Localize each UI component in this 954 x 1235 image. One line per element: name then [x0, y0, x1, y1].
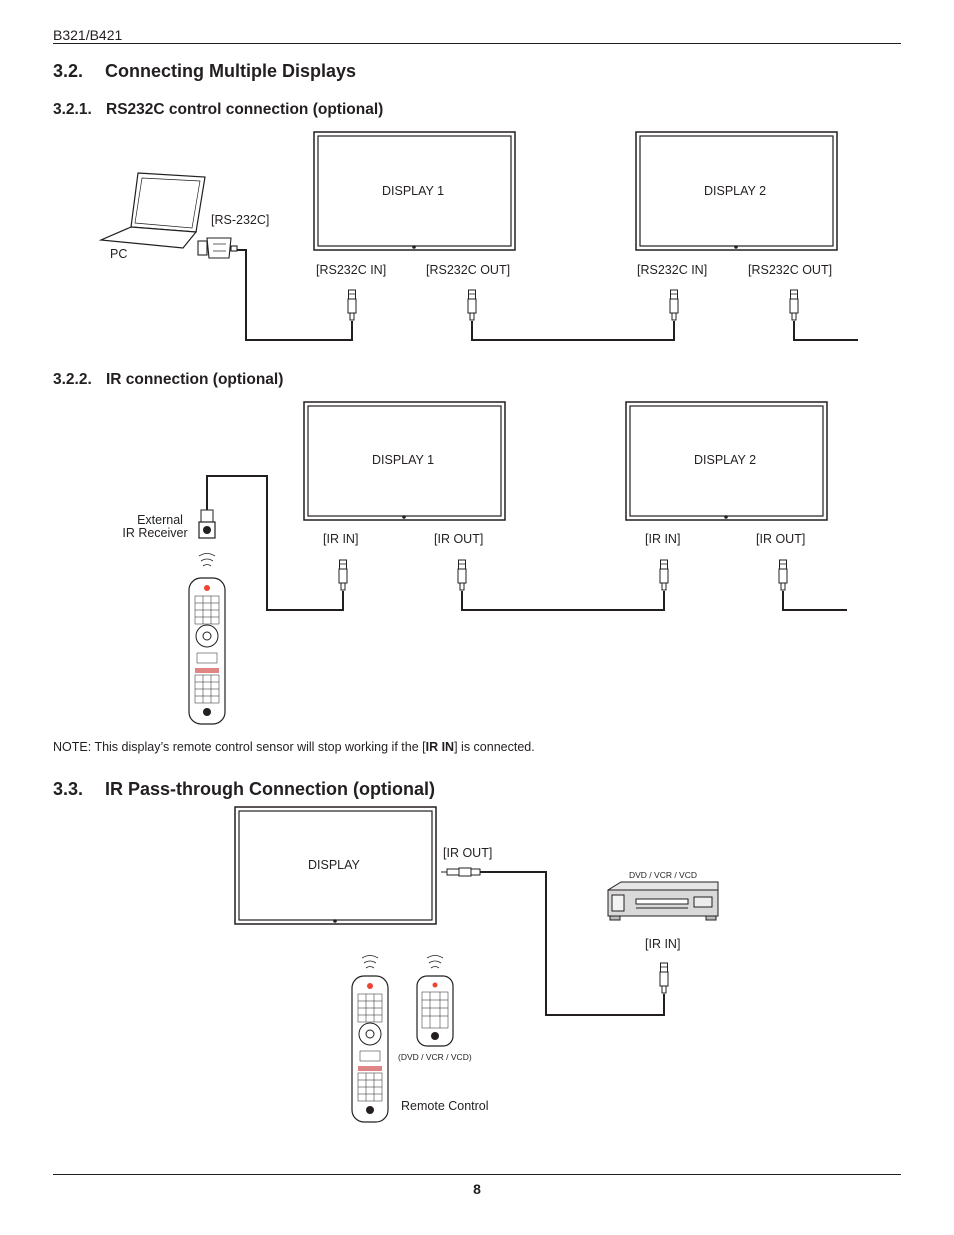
section-number: 3.2.: [53, 61, 84, 81]
remote-2-signal-icon: [426, 955, 444, 969]
rs232-in-1-label: [RS232C IN]: [316, 263, 387, 277]
remote-control-label: Remote Control: [401, 1099, 489, 1113]
pass-ir-in-label: [IR IN]: [645, 937, 681, 951]
rs232-display-1: [313, 131, 516, 251]
rs232-out-1-label: [RS232C OUT]: [426, 263, 511, 277]
dvd-remote-control-icon: [416, 975, 454, 1047]
pc-label: PC: [110, 247, 128, 261]
rs232-out-1-plug-icon: [467, 289, 477, 321]
dvd-player-icon: [607, 881, 719, 921]
note-suffix: ] is connected.: [454, 740, 535, 754]
ir-display-1: [303, 401, 506, 521]
ir-receiver-icon: [198, 509, 216, 567]
note-prefix: NOTE: This display’s remote control sens…: [53, 740, 426, 754]
rs232-display-2-label: DISPLAY 2: [704, 184, 767, 198]
ir-display-2-label: DISPLAY 2: [694, 453, 757, 467]
db9-connector-icon: [197, 237, 238, 259]
ir-in-1-plug-icon: [338, 559, 348, 591]
rs232-display-2: [635, 131, 838, 251]
ir-out-2-plug-icon: [778, 559, 788, 591]
rs232-cables: [237, 249, 858, 341]
rs232-in-2-plug-icon: [669, 289, 679, 321]
receiver-label-line-2: IR Receiver: [122, 526, 188, 540]
external-ir-receiver-label: External IR Receiver: [100, 514, 210, 540]
ir-in-2-label: [IR IN]: [645, 532, 681, 546]
section-title: RS232C control connection (optional): [106, 101, 384, 118]
document-model-header: B321/B421: [53, 27, 123, 43]
rs232-out-2-plug-icon: [789, 289, 799, 321]
pass-cable: [480, 871, 665, 1016]
rs232-display-1-label: DISPLAY 1: [382, 184, 445, 198]
laptop-icon: [98, 172, 206, 249]
dvd-player-label: DVD / VCR / VCD: [629, 870, 698, 880]
rs232-in-2-label: [RS232C IN]: [637, 263, 708, 277]
section-3-3-heading: 3.3. IR Pass-through Connection (optional…: [53, 779, 435, 800]
section-title: Connecting Multiple Displays: [105, 61, 357, 81]
rs232-in-1-plug-icon: [347, 289, 357, 321]
section-3-2-heading: 3.2. Connecting Multiple Displays: [53, 61, 356, 82]
ir-cables: [206, 475, 847, 611]
pass-display-label: DISPLAY: [308, 858, 360, 872]
note-bold: IR IN: [425, 740, 455, 754]
section-number: 3.2.2.: [53, 371, 92, 388]
section-title: IR Pass-through Connection (optional): [105, 779, 435, 799]
rs232-out-2-label: [RS232C OUT]: [748, 263, 833, 277]
tv-remote-control-icon: [351, 975, 389, 1123]
rs232-port-label: [RS-232C]: [211, 213, 270, 227]
pass-ir-in-plug-icon: [659, 962, 669, 994]
section-3-2-2-heading: 3.2.2. IR connection (optional): [53, 371, 283, 389]
header-rule: [53, 43, 901, 44]
pass-ir-out-label: [IR OUT]: [443, 846, 493, 860]
ir-in-2-plug-icon: [659, 559, 669, 591]
ir-display-1-label: DISPLAY 1: [372, 453, 435, 467]
page-number: 8: [473, 1181, 481, 1197]
ir-out-2-label: [IR OUT]: [756, 532, 806, 546]
pass-display: [234, 806, 437, 925]
ir-display-2: [625, 401, 828, 521]
remote-1-signal-icon: [361, 955, 379, 969]
receiver-label-line-1: External: [137, 513, 183, 527]
section-title: IR connection (optional): [106, 371, 284, 388]
remote-control-icon: [188, 577, 226, 725]
ir-note: NOTE: This display’s remote control sens…: [53, 740, 535, 754]
section-3-2-1-heading: 3.2.1. RS232C control connection (optiona…: [53, 101, 383, 119]
section-number: 3.3.: [53, 779, 84, 799]
pass-ir-out-plug-icon: [441, 867, 481, 877]
dvd-remote-label: (DVD / VCR / VCD): [398, 1052, 472, 1062]
ir-out-1-plug-icon: [457, 559, 467, 591]
section-number: 3.2.1.: [53, 101, 92, 118]
ir-in-1-label: [IR IN]: [323, 532, 359, 546]
ir-out-1-label: [IR OUT]: [434, 532, 484, 546]
footer-rule: [53, 1174, 901, 1175]
